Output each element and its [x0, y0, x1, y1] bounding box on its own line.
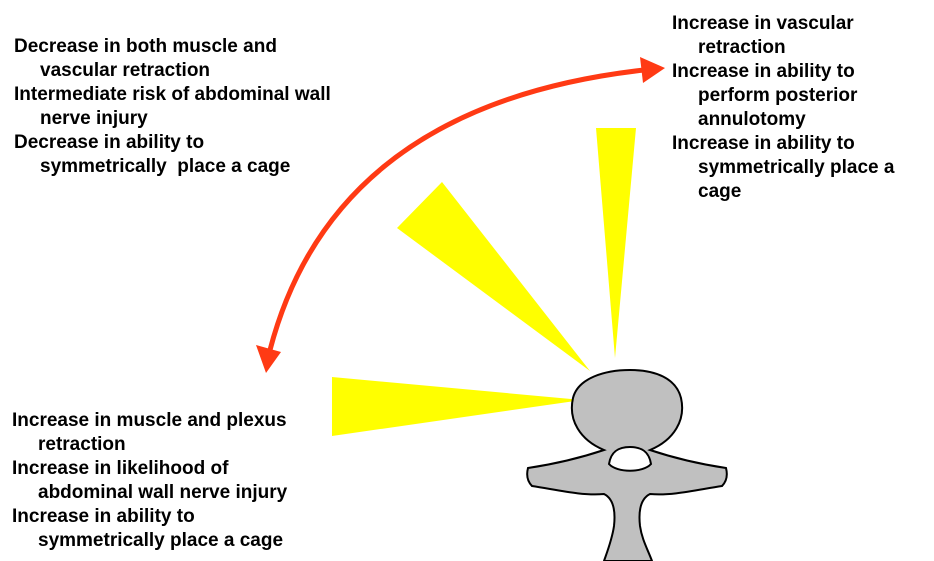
text-block-top-left: Decrease in both muscle and vascular ret…: [14, 35, 331, 179]
beam-oblique: [397, 182, 590, 371]
top-right-line-1: Increase in vascular: [672, 12, 894, 36]
top-right-line-6: Increase in ability to: [672, 132, 894, 156]
beam-lateral: [332, 377, 582, 436]
text-block-bottom-left: Increase in muscle and plexus retraction…: [12, 409, 287, 553]
top-left-line-1: Decrease in both muscle and: [14, 35, 331, 59]
bottom-left-line-4: abdominal wall nerve injury: [12, 481, 287, 505]
bottom-left-line-3: Increase in likelihood of: [12, 457, 287, 481]
arrowhead-top-right: [640, 57, 665, 83]
arrowhead-bottom-left: [256, 345, 281, 373]
text-block-top-right: Increase in vascular retraction Increase…: [672, 12, 894, 204]
top-left-line-3: Intermediate risk of abdominal wall: [14, 83, 331, 107]
bottom-left-line-5: Increase in ability to: [12, 505, 287, 529]
bottom-left-line-1: Increase in muscle and plexus: [12, 409, 287, 433]
top-right-line-5: annulotomy: [672, 108, 894, 132]
bottom-left-line-2: retraction: [12, 433, 287, 457]
top-left-line-2: vascular retraction: [14, 59, 331, 83]
top-left-line-6: symmetrically place a cage: [14, 155, 331, 179]
top-right-line-4: perform posterior: [672, 84, 894, 108]
top-left-line-5: Decrease in ability to: [14, 131, 331, 155]
top-right-line-7: symmetrically place a: [672, 156, 894, 180]
beam-anterior: [596, 128, 636, 358]
top-right-line-2: retraction: [672, 36, 894, 60]
bottom-left-line-6: symmetrically place a cage: [12, 529, 287, 553]
top-left-line-4: nerve injury: [14, 107, 331, 131]
spinal-canal: [609, 447, 651, 471]
top-right-line-3: Increase in ability to: [672, 60, 894, 84]
top-right-line-8: cage: [672, 180, 894, 204]
